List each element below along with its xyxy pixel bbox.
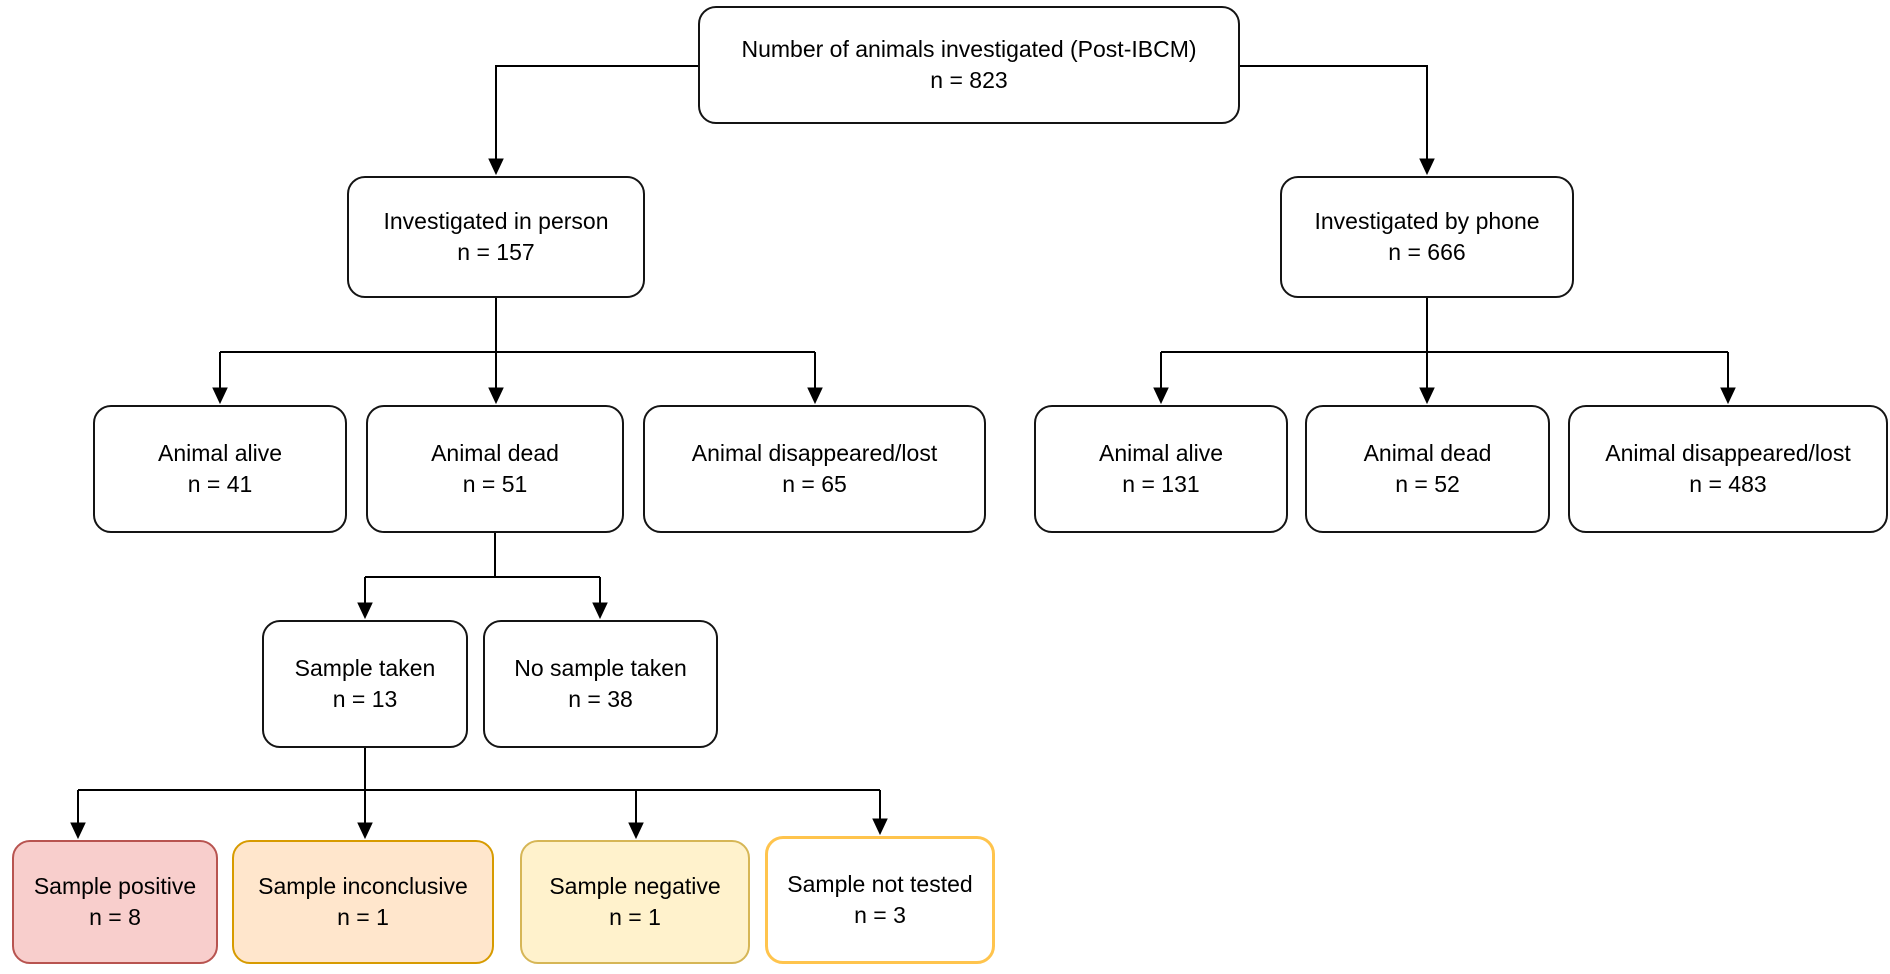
node-label: Investigated by phone: [1314, 208, 1540, 234]
node-phone-animal-alive: Animal alive n = 131: [1034, 405, 1288, 533]
node-count: n = 1: [609, 904, 661, 930]
node-count: n = 52: [1395, 471, 1460, 497]
node-person-animal-lost: Animal disappeared/lost n = 65: [643, 405, 986, 533]
node-sample-taken: Sample taken n = 13: [262, 620, 468, 748]
node-label: No sample taken: [514, 655, 687, 681]
node-label: Sample positive: [33, 873, 197, 899]
node-label: Animal dead: [1363, 440, 1492, 466]
node-count: n = 8: [89, 904, 141, 930]
node-investigated-by-phone: Investigated by phone n = 666: [1280, 176, 1574, 298]
node-label: Number of animals investigated (Post-IBC…: [741, 36, 1197, 62]
node-count: n = 131: [1122, 471, 1200, 497]
node-label: Animal alive: [158, 440, 282, 466]
connector-root-by-phone: [1240, 65, 1435, 176]
node-sample-positive: Sample positive n = 8: [12, 840, 218, 964]
node-count: n = 1: [337, 904, 389, 930]
node-count: n = 38: [568, 686, 633, 712]
node-label: Animal disappeared/lost: [1605, 440, 1851, 466]
node-investigated-in-person: Investigated in person n = 157: [347, 176, 645, 298]
node-label: Investigated in person: [383, 208, 609, 234]
node-count: n = 823: [930, 67, 1008, 93]
node-count: n = 666: [1388, 239, 1466, 265]
node-count: n = 65: [782, 471, 847, 497]
node-label: Sample inconclusive: [258, 873, 468, 899]
node-label: Animal alive: [1099, 440, 1223, 466]
node-phone-animal-lost: Animal disappeared/lost n = 483: [1568, 405, 1888, 533]
node-person-animal-alive: Animal alive n = 41: [93, 405, 347, 533]
node-label: Sample not tested: [787, 871, 973, 897]
node-phone-animal-dead: Animal dead n = 52: [1305, 405, 1550, 533]
node-label: Animal disappeared/lost: [691, 440, 938, 466]
node-label: Animal dead: [431, 440, 559, 466]
node-sample-inconclusive: Sample inconclusive n = 1: [232, 840, 494, 964]
connector-root-in-person: [488, 65, 698, 176]
node-count: n = 157: [457, 239, 535, 265]
node-sample-negative: Sample negative n = 1: [520, 840, 750, 964]
node-label: Sample taken: [294, 655, 436, 681]
node-count: n = 51: [462, 471, 528, 497]
node-sample-not-tested: Sample not tested n = 3: [765, 836, 995, 964]
node-count: n = 483: [1689, 471, 1767, 497]
node-count: n = 13: [332, 686, 398, 712]
node-count: n = 3: [854, 902, 906, 928]
node-no-sample-taken: No sample taken n = 38: [483, 620, 718, 748]
node-person-animal-dead: Animal dead n = 51: [366, 405, 624, 533]
node-root: Number of animals investigated (Post-IBC…: [698, 6, 1240, 124]
node-count: n = 41: [187, 471, 253, 497]
node-label: Sample negative: [549, 873, 721, 899]
